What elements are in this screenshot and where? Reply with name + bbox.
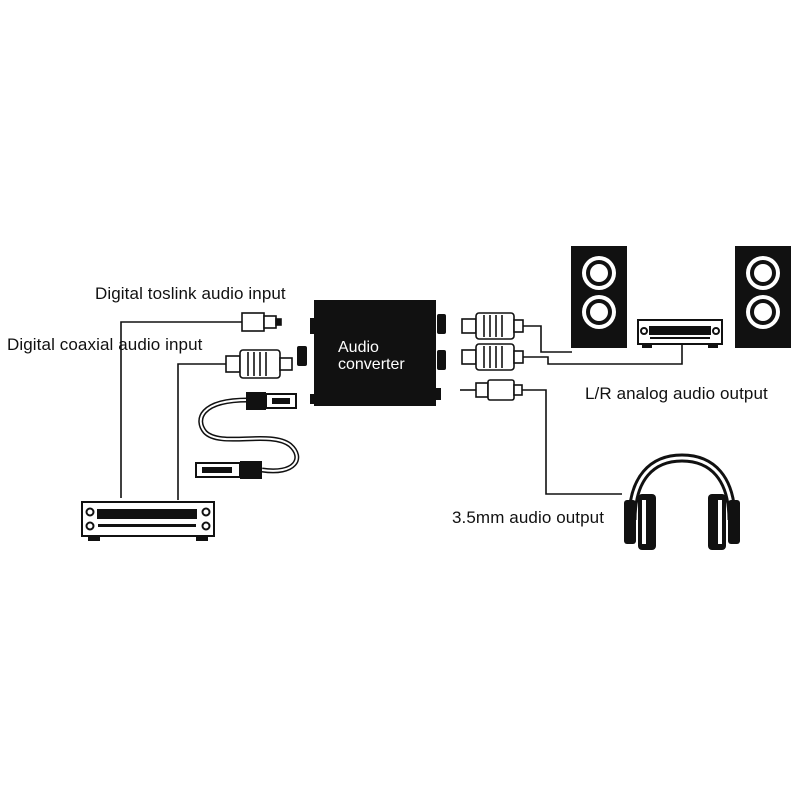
headphones-icon	[624, 453, 740, 550]
audio-converter	[297, 300, 446, 406]
right-audio-wire	[523, 345, 683, 365]
wires	[120, 321, 683, 500]
speaker-icon	[735, 246, 791, 348]
converter-label-line2: converter	[338, 356, 405, 373]
dvd-player-icon	[81, 501, 215, 541]
lr-output-label: L/R analog audio output	[585, 384, 768, 403]
left-audio-wire	[523, 325, 572, 353]
speaker-icon	[571, 246, 627, 348]
coaxial-wire	[177, 363, 226, 500]
rca-plug-icon	[461, 312, 524, 340]
headphone-output-label: 3.5mm audio output	[452, 508, 605, 527]
toslink-plug-icon	[241, 312, 282, 332]
converter-label-line1: Audio	[338, 339, 379, 356]
usb-plug-icon	[246, 392, 297, 410]
usb-cable	[198, 397, 300, 474]
amplifier-icon	[637, 319, 723, 348]
rca-plug-icon	[461, 343, 524, 371]
usb-plug-icon	[195, 461, 262, 479]
headphone-wire	[521, 389, 622, 495]
toslink-wire	[120, 321, 242, 498]
coaxial-input-label: Digital coaxial audio input	[7, 335, 203, 354]
jack-plug-icon	[460, 379, 523, 401]
toslink-input-label: Digital toslink audio input	[95, 284, 286, 303]
rca-plug-icon	[225, 349, 293, 379]
